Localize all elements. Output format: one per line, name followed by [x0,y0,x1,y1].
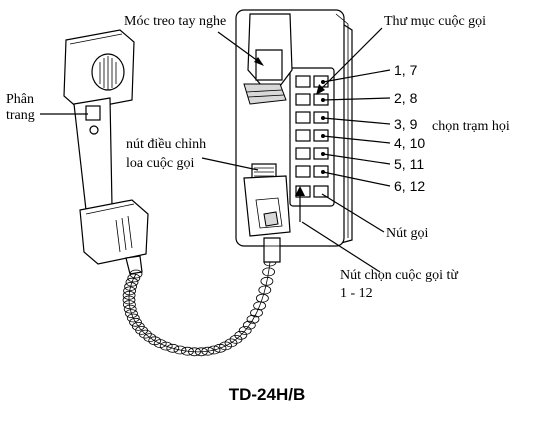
leader-lines [40,27,385,273]
key-leader-lines [322,69,391,187]
cord-loop-0 [129,269,143,279]
call-key-left[interactable] [295,185,311,198]
key-leader-3 [322,117,391,125]
station-key-right-5[interactable] [313,147,329,160]
station-key-left-3[interactable] [295,111,311,124]
cord-loop-3 [124,282,138,291]
cord-loop-1 [127,273,141,283]
cord-loop-11 [129,317,142,327]
cord-loop-18 [159,341,173,351]
station-key-left-1[interactable] [295,75,311,88]
cord-loop-23 [194,347,208,357]
speaker-grille [251,163,277,181]
model-caption: TD-24H/B [228,385,306,404]
key-label-2: 2, 8 [394,90,418,106]
station-key-right-4[interactable] [313,129,329,142]
cord-loop-24 [201,346,215,356]
cord-loop-8 [123,304,137,314]
key-leader-6 [322,171,391,187]
station-key-right-6[interactable] [313,165,329,178]
cord-loop-31 [238,326,252,335]
cord-loop-19 [166,343,180,353]
station-key-left-4[interactable] [295,129,311,142]
station-key-left-2[interactable] [295,93,311,106]
key-leader-2 [322,97,391,101]
cord-loop-9 [125,309,138,319]
cord-loop-36 [255,293,269,303]
lower-cradle [243,175,291,237]
cord-loop-15 [143,333,157,343]
cord-loop-28 [224,338,238,348]
station-key-right-3[interactable] [313,111,329,124]
cord-loop-4 [123,286,137,296]
volume-label-line1: nút điều chỉnh [126,137,207,152]
volume-label-line2: loa cuộc gọi [126,156,195,171]
key-label-1: 1, 7 [394,62,418,78]
cord-loop-6 [122,295,136,305]
paging-button [85,105,101,121]
cord-loop-38 [260,276,274,286]
cord-loop-10 [126,313,140,323]
station-select-label: chọn trạm họi [432,119,510,134]
cord-core [128,261,271,353]
station-key-grid [295,75,329,198]
key-leader-5 [322,153,391,165]
handset-hook [243,13,293,105]
coiled-cord [122,257,277,357]
call-key-right[interactable] [313,185,329,198]
paging-label-line1: Phân [6,92,34,107]
paging-label-line2: trang [6,108,35,123]
directory-label: Thư mục cuộc gọi [384,14,487,29]
key-label-4: 4, 10 [394,135,426,151]
selector-label-line2: 1 - 12 [340,286,373,301]
key-label-5: 5, 11 [394,156,425,172]
hook-label: Móc treo tay nghe [124,14,227,29]
cord-loop-2 [125,277,139,287]
cord-loop-37 [258,285,272,295]
cord-plug [263,237,281,263]
cord-loop-21 [180,346,194,356]
cord-loop-30 [234,330,248,340]
cord-loop-25 [207,345,221,355]
key-label-3: 3, 9 [394,116,418,132]
cord-loop-39 [262,267,276,277]
cord-loop-32 [242,320,256,330]
call-button-label: Nút gọi [386,226,429,241]
cord-loop-7 [122,300,136,310]
selector-label-line1: Nút chọn cuộc gọi từ [340,268,459,283]
cord-loop-22 [188,347,201,357]
key-label-6: 6, 12 [394,178,426,194]
station-key-left-6[interactable] [295,165,311,178]
cord-loop-33 [246,314,260,324]
station-key-left-5[interactable] [295,147,311,160]
cord-loop-20 [173,345,187,355]
key-leader-1 [322,69,391,83]
cord-loop-5 [122,290,136,300]
key-leader-4 [322,135,391,144]
handset [63,29,149,275]
